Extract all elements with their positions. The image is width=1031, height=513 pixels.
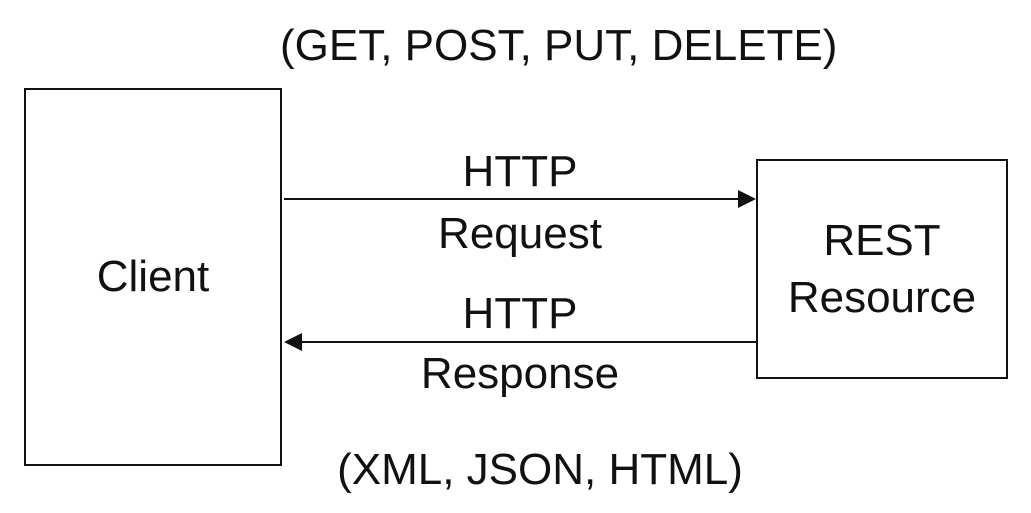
client-label: Client bbox=[96, 252, 210, 302]
rest-resource-label-line1: REST bbox=[823, 215, 941, 265]
request-arrow bbox=[284, 190, 756, 208]
request-arrowhead-icon bbox=[738, 190, 756, 208]
rest-resource-label-line2: Resource bbox=[787, 273, 977, 322]
request-label-line2: Request bbox=[438, 209, 602, 258]
response-formats-label: (XML, JSON, HTML) bbox=[337, 445, 743, 494]
http-methods-label: (GET, POST, PUT, DELETE) bbox=[280, 21, 838, 70]
response-arrowhead-icon bbox=[284, 333, 302, 351]
response-label-line1: HTTP bbox=[462, 289, 578, 338]
rest-resource-box: REST Resource bbox=[756, 159, 1008, 379]
request-label-line1: HTTP bbox=[462, 147, 578, 196]
response-arrow bbox=[284, 333, 756, 351]
response-label-line2: Response bbox=[420, 349, 620, 398]
client-box: Client bbox=[24, 88, 282, 466]
